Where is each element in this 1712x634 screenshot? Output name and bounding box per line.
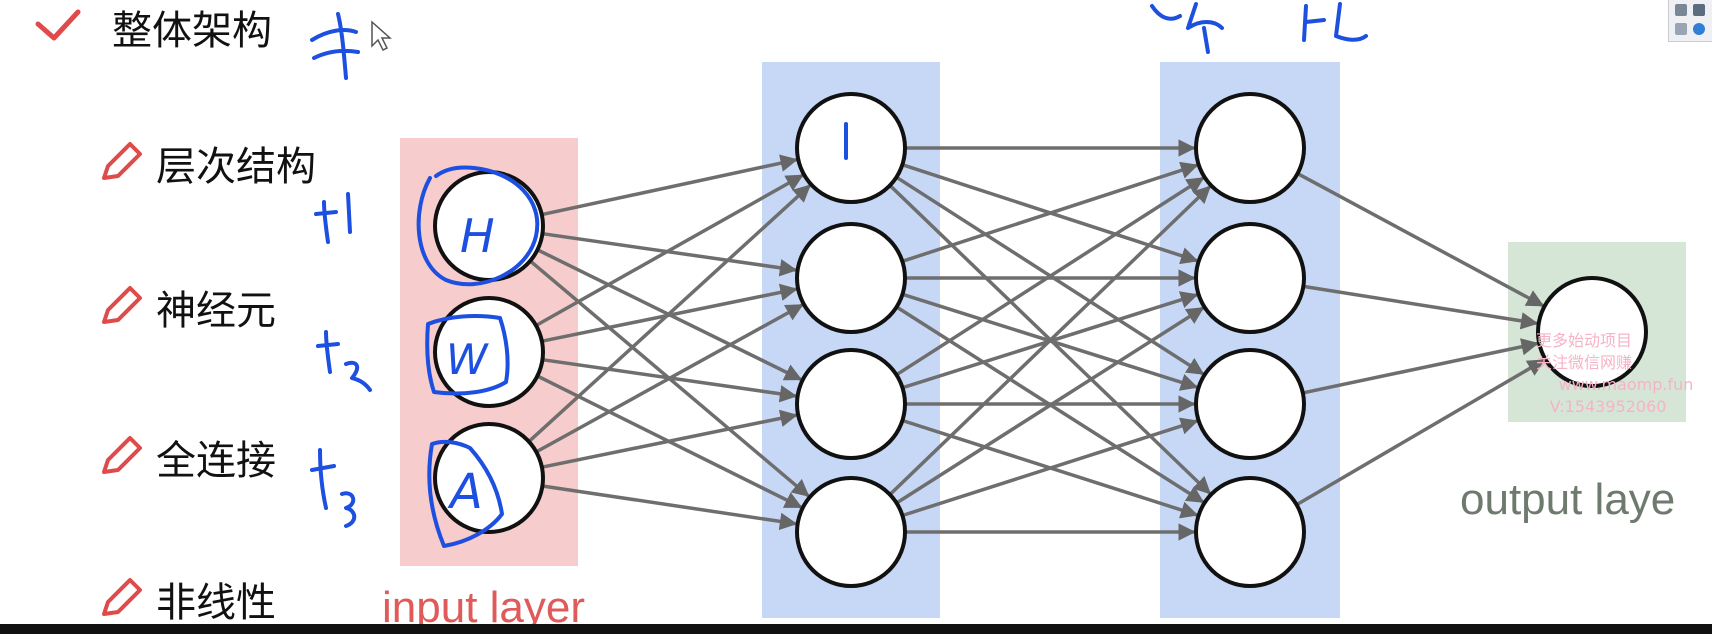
- viewer-toolbar: [1668, 0, 1712, 42]
- node-letter-w: W: [446, 335, 489, 384]
- neuron-node-hidden-1-4: [795, 476, 907, 588]
- connection-edge: [1303, 284, 1539, 330]
- info-icon[interactable]: [1693, 23, 1705, 35]
- outline-item-hierarchy: 层次结构: [156, 144, 316, 190]
- connection-edge: [895, 306, 1205, 505]
- connection-edge: [541, 409, 798, 469]
- neuron-node-hidden-2-4: [1194, 476, 1306, 588]
- connection-edge: [1296, 172, 1545, 308]
- row-mark-t2: [316, 330, 372, 392]
- connection-edge: [1295, 358, 1546, 507]
- connection-edge: [535, 173, 804, 328]
- input-layer-label: input layer: [382, 583, 585, 632]
- outline-title: 整体架构: [112, 8, 272, 54]
- connection-edge: [542, 484, 798, 531]
- pencil-icon: [102, 286, 142, 324]
- connection-edges: [527, 139, 1546, 541]
- ink-circle: [427, 439, 504, 548]
- watermark-line: 更多始动项目: [1536, 331, 1632, 350]
- outline-item-fully-connected: 全连接: [156, 438, 276, 484]
- scribble-mark: [1302, 2, 1368, 42]
- pencil-icon: [102, 436, 142, 474]
- row-mark-t1: [314, 192, 352, 244]
- check-icon: [35, 9, 81, 41]
- neuron-node-hidden-1-1: [795, 92, 907, 204]
- watermark-line: www.maomp.fun: [1559, 375, 1694, 394]
- connection-edge: [1302, 338, 1539, 395]
- save-icon[interactable]: [1693, 4, 1705, 16]
- neuron-node-input-2: [433, 296, 545, 408]
- ink-circle: [416, 165, 540, 287]
- outline-item-neuron: 神经元: [156, 288, 276, 334]
- node-letter-h: H: [460, 209, 495, 263]
- neuron-node-output-1: [1536, 276, 1648, 388]
- mouse-cursor-icon: [371, 20, 392, 52]
- connection-edge: [901, 417, 1199, 518]
- neuron-nodes: [433, 92, 1648, 588]
- node-letter-a: A: [447, 464, 483, 520]
- neuron-node-hidden-1-3: [795, 348, 907, 460]
- handwritten-annotations: [310, 2, 1368, 548]
- neuron-node-hidden-2-3: [1194, 348, 1306, 460]
- pencil-icon: [102, 142, 142, 180]
- row-mark-t3: [310, 448, 357, 528]
- ink-circle: [425, 314, 510, 396]
- scribble-mark: [310, 12, 360, 80]
- scribble-mark: [1150, 2, 1224, 54]
- connection-edge: [888, 185, 1211, 496]
- bottom-frame-bar: [0, 624, 1712, 634]
- neuron-node-hidden-2-1: [1194, 92, 1306, 204]
- connection-edge: [535, 303, 804, 454]
- neuron-node-hidden-2-2: [1194, 222, 1306, 334]
- window-icon[interactable]: [1675, 23, 1687, 35]
- connection-edge: [901, 161, 1199, 263]
- print-icon[interactable]: [1675, 4, 1687, 16]
- watermark-line: 关注微信网赚: [1536, 353, 1632, 372]
- connection-edge: [895, 176, 1205, 377]
- neuron-node-hidden-1-2: [795, 222, 907, 334]
- watermark-line: V:1543952060: [1550, 397, 1667, 416]
- pencil-icon: [102, 578, 142, 616]
- connection-edge: [541, 154, 799, 217]
- connection-edge: [527, 184, 811, 443]
- watermark: 更多始动项目 关注微信网赚 www.maomp.fun V:1543952060: [1536, 331, 1693, 416]
- output-layer-label: output laye: [1460, 475, 1675, 524]
- outline-item-nonlinearity: 非线性: [156, 580, 276, 626]
- outline-panel: 整体架构 层次结构 神经元 全连接 非线性: [35, 8, 316, 626]
